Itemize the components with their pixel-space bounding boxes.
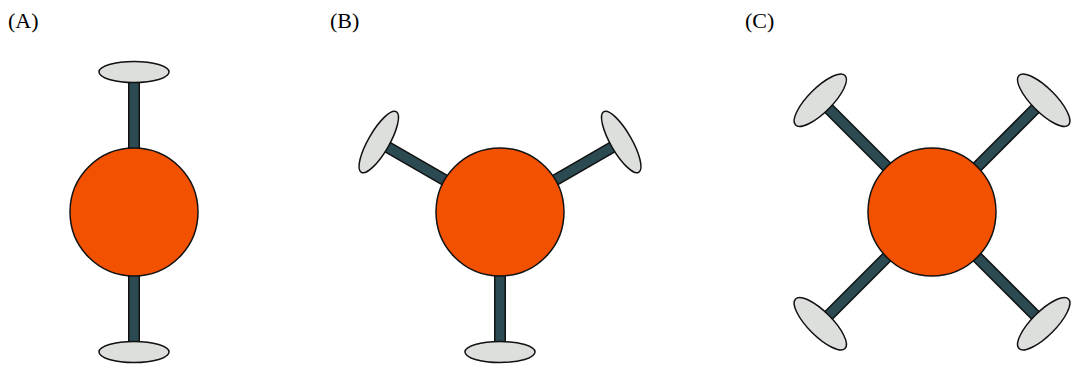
- central-atom: [868, 148, 996, 276]
- trigonal-molecule: [352, 106, 648, 362]
- panel-label: (A): [8, 10, 39, 32]
- central-atom: [436, 148, 564, 276]
- central-atom: [70, 148, 198, 276]
- panel-label: (B): [330, 10, 359, 32]
- square-molecule: [787, 67, 1077, 357]
- linear-molecule: [70, 62, 198, 363]
- panel-label: (C): [745, 10, 774, 32]
